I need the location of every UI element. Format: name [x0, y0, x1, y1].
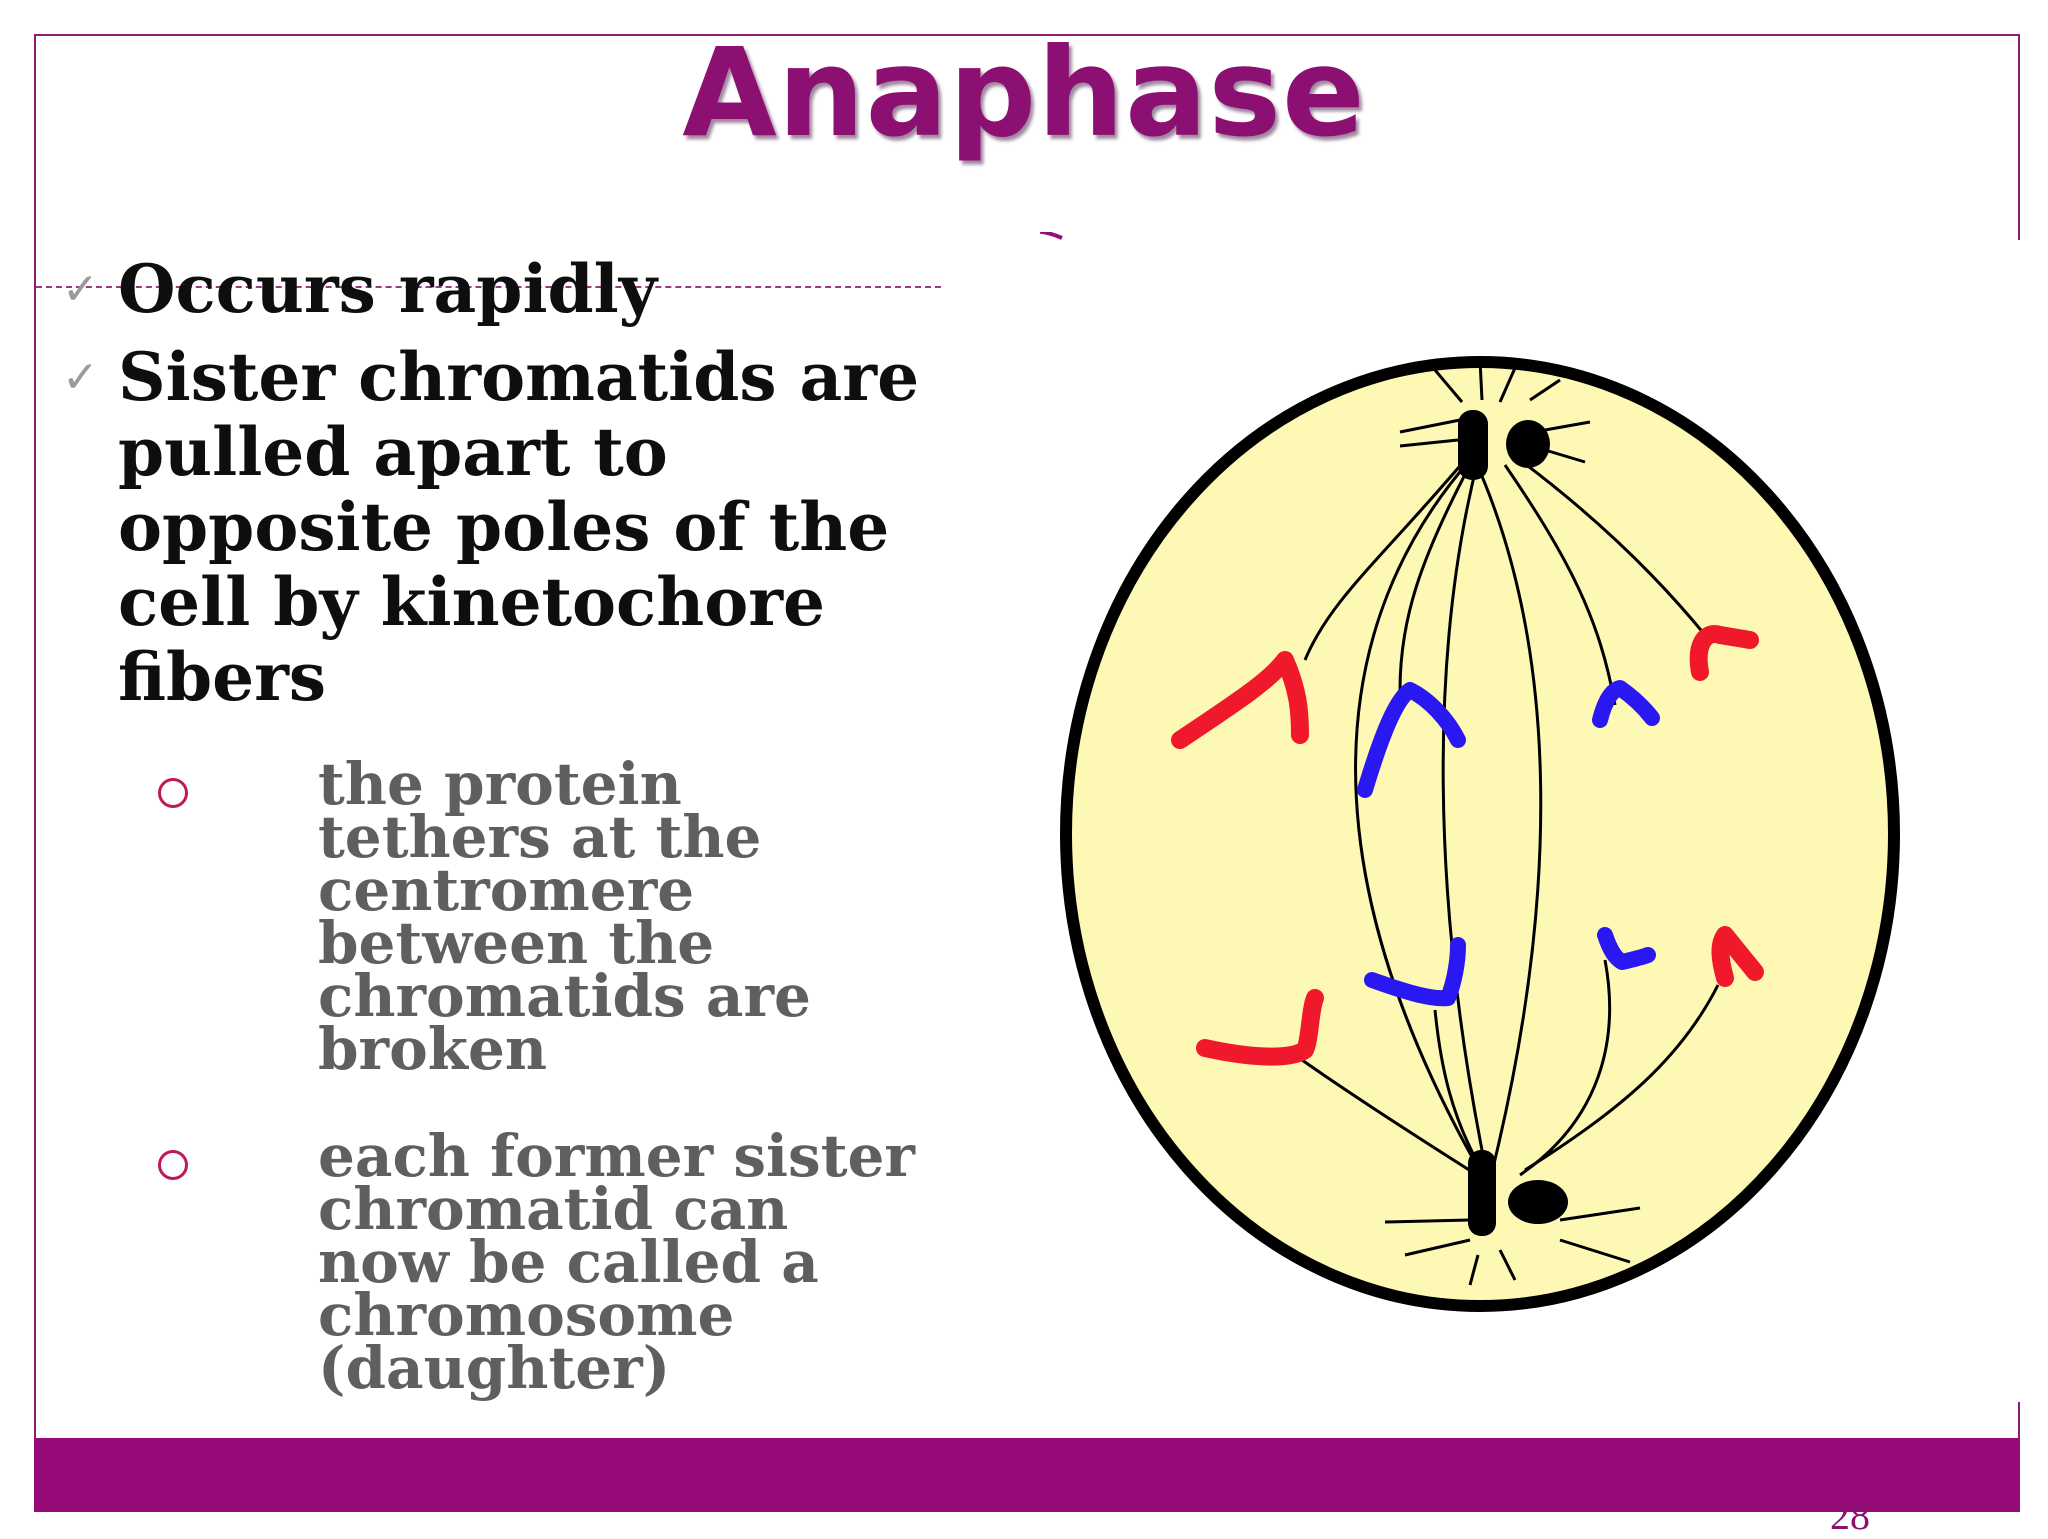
sub-bullet-protein-tethers: the protein tethers at the centromere be… — [158, 750, 811, 1083]
bullet-sister-chromatids: ✓ Sister chromatids are pulled apart to … — [62, 340, 919, 715]
centriole-top-left — [1458, 410, 1488, 480]
decorative-arc — [1040, 232, 1063, 240]
circle-bullet-icon — [158, 1150, 188, 1180]
dashed-divider — [36, 286, 941, 288]
slide-title: Anaphase — [682, 22, 1366, 164]
chromatid-red-top-right — [1689, 625, 1759, 681]
spindle-fibers — [1294, 458, 1720, 1182]
circle-bullet-icon — [158, 778, 188, 808]
frame-left-border — [34, 34, 36, 1444]
aster-rays-top — [1399, 359, 1591, 464]
sub-bullet-former-sister: each former sister chromatid can now be … — [158, 1122, 915, 1402]
chromatid-blue-bottom-left — [1364, 937, 1466, 1007]
anaphase-cell-diagram — [1040, 232, 2040, 1390]
centriole-bottom-right — [1508, 1180, 1568, 1224]
chromatid-red-bottom-right — [1711, 926, 1764, 987]
bullet-text: Sister chromatids are pulled apart to op… — [118, 338, 920, 716]
sub-bullet-text: the protein tethers at the centromere be… — [318, 750, 811, 1083]
chromatids-blue — [1357, 680, 1660, 1007]
chromatid-red-bottom-left — [1196, 989, 1324, 1066]
sub-bullet-text: each former sister chromatid can now be … — [318, 1122, 915, 1402]
footer-bar — [34, 1438, 2020, 1512]
centriole-top-right — [1506, 420, 1550, 468]
checkmark-icon: ✓ — [62, 264, 99, 315]
chromatids-red — [1171, 625, 1764, 1066]
centriole-bottom-left — [1468, 1150, 1496, 1236]
bullet-text: Occurs rapidly — [118, 250, 658, 328]
page-number: 28 — [1830, 1493, 1870, 1538]
chromatid-red-top-left — [1171, 651, 1309, 749]
checkmark-icon: ✓ — [62, 352, 99, 403]
chromatid-blue-bottom-right — [1597, 927, 1656, 970]
frame-right-border-lower — [2018, 1402, 2020, 1442]
chromatid-blue-top-right — [1592, 680, 1660, 728]
bullet-occurs-rapidly: ✓ Occurs rapidly — [62, 252, 657, 327]
frame-right-border — [2018, 34, 2020, 244]
frame-top-border — [34, 34, 2020, 36]
chromatid-blue-top-left — [1357, 682, 1466, 798]
aster-rays-bottom — [1384, 1206, 1641, 1286]
